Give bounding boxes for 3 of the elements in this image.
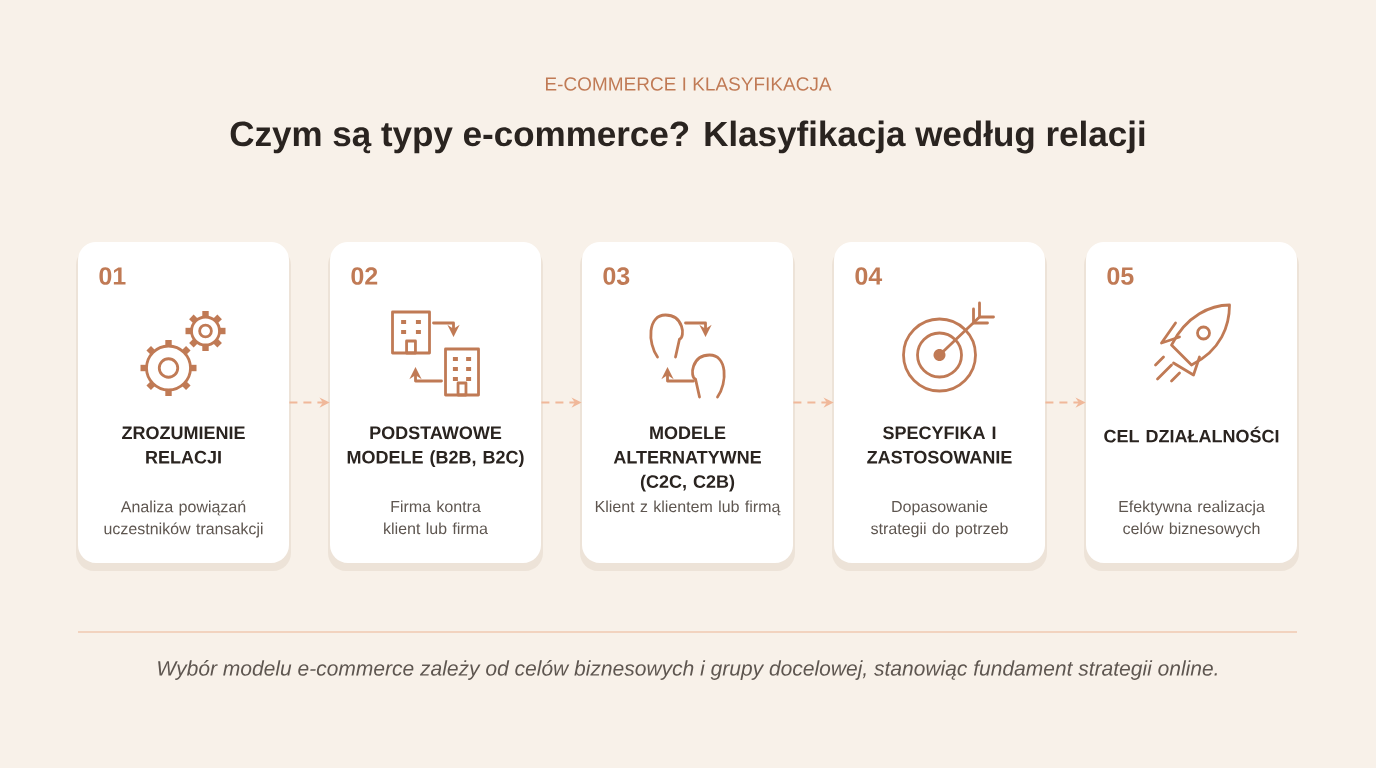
section-label: E-COMMERCE I KLASYFIKACJA bbox=[546, 77, 832, 91]
title: Czym są typy e-commerce? Klasyfikacja według relacji bbox=[230, 120, 1145, 154]
caption: Wybór modelu e-commerce zależy od celów biznesowych i grupy docelowej, stanowiąc fundament strategii online. bbox=[158, 660, 1217, 680]
